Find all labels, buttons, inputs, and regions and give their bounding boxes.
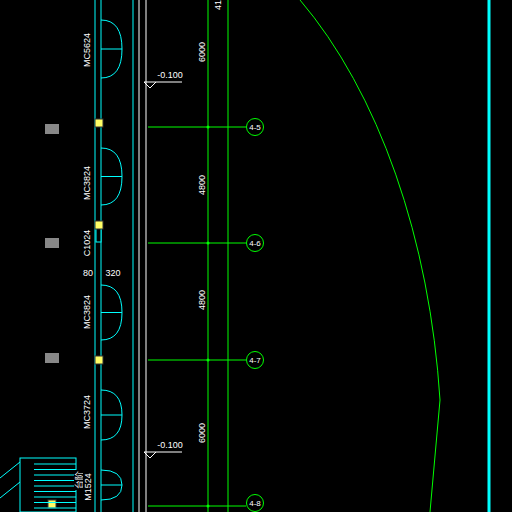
dimension-text: -0.100 <box>156 440 184 450</box>
vertical-label: M1524 <box>83 472 93 502</box>
stair <box>0 458 76 512</box>
axis-lines <box>148 127 246 506</box>
vertical-label: 4800 <box>197 289 207 311</box>
wall-line <box>139 0 140 512</box>
columns <box>48 119 103 508</box>
dimension-text: 80 <box>82 268 94 278</box>
dimension-line <box>208 0 209 512</box>
axis-number: 4-5 <box>249 123 261 132</box>
vertical-label: MC5624 <box>82 32 92 68</box>
axis-circle: 4-5 <box>246 118 264 136</box>
wall-line <box>133 0 134 512</box>
axis-circle: 4-7 <box>246 351 264 369</box>
door-swings <box>101 20 122 500</box>
axis-circle: 4-6 <box>246 234 264 252</box>
vertical-label: C1024 <box>82 229 92 258</box>
axis-circle: 4-8 <box>246 494 264 512</box>
vertical-label: 6000 <box>197 41 207 63</box>
elevation-marks <box>144 82 182 458</box>
axis-number: 4-6 <box>249 239 261 248</box>
axis-number: 4-8 <box>249 499 261 508</box>
wall-line <box>146 0 147 512</box>
vertical-label: MC3824 <box>82 165 92 201</box>
vertical-label: 41 <box>213 0 223 11</box>
vertical-label: MC3824 <box>82 294 92 330</box>
grey-marks <box>45 124 59 363</box>
dimension-text: -0.100 <box>156 70 184 80</box>
vertical-label: MC3724 <box>82 394 92 430</box>
vertical-label: 4800 <box>197 174 207 196</box>
dimension-line <box>228 0 229 512</box>
vertical-label: 6000 <box>197 422 207 444</box>
arc-outline <box>300 0 440 512</box>
wall-line <box>101 0 102 512</box>
wall-line <box>95 0 96 512</box>
dimension-text: 320 <box>104 268 121 278</box>
axis-number: 4-7 <box>249 356 261 365</box>
edge-wall <box>488 0 491 512</box>
